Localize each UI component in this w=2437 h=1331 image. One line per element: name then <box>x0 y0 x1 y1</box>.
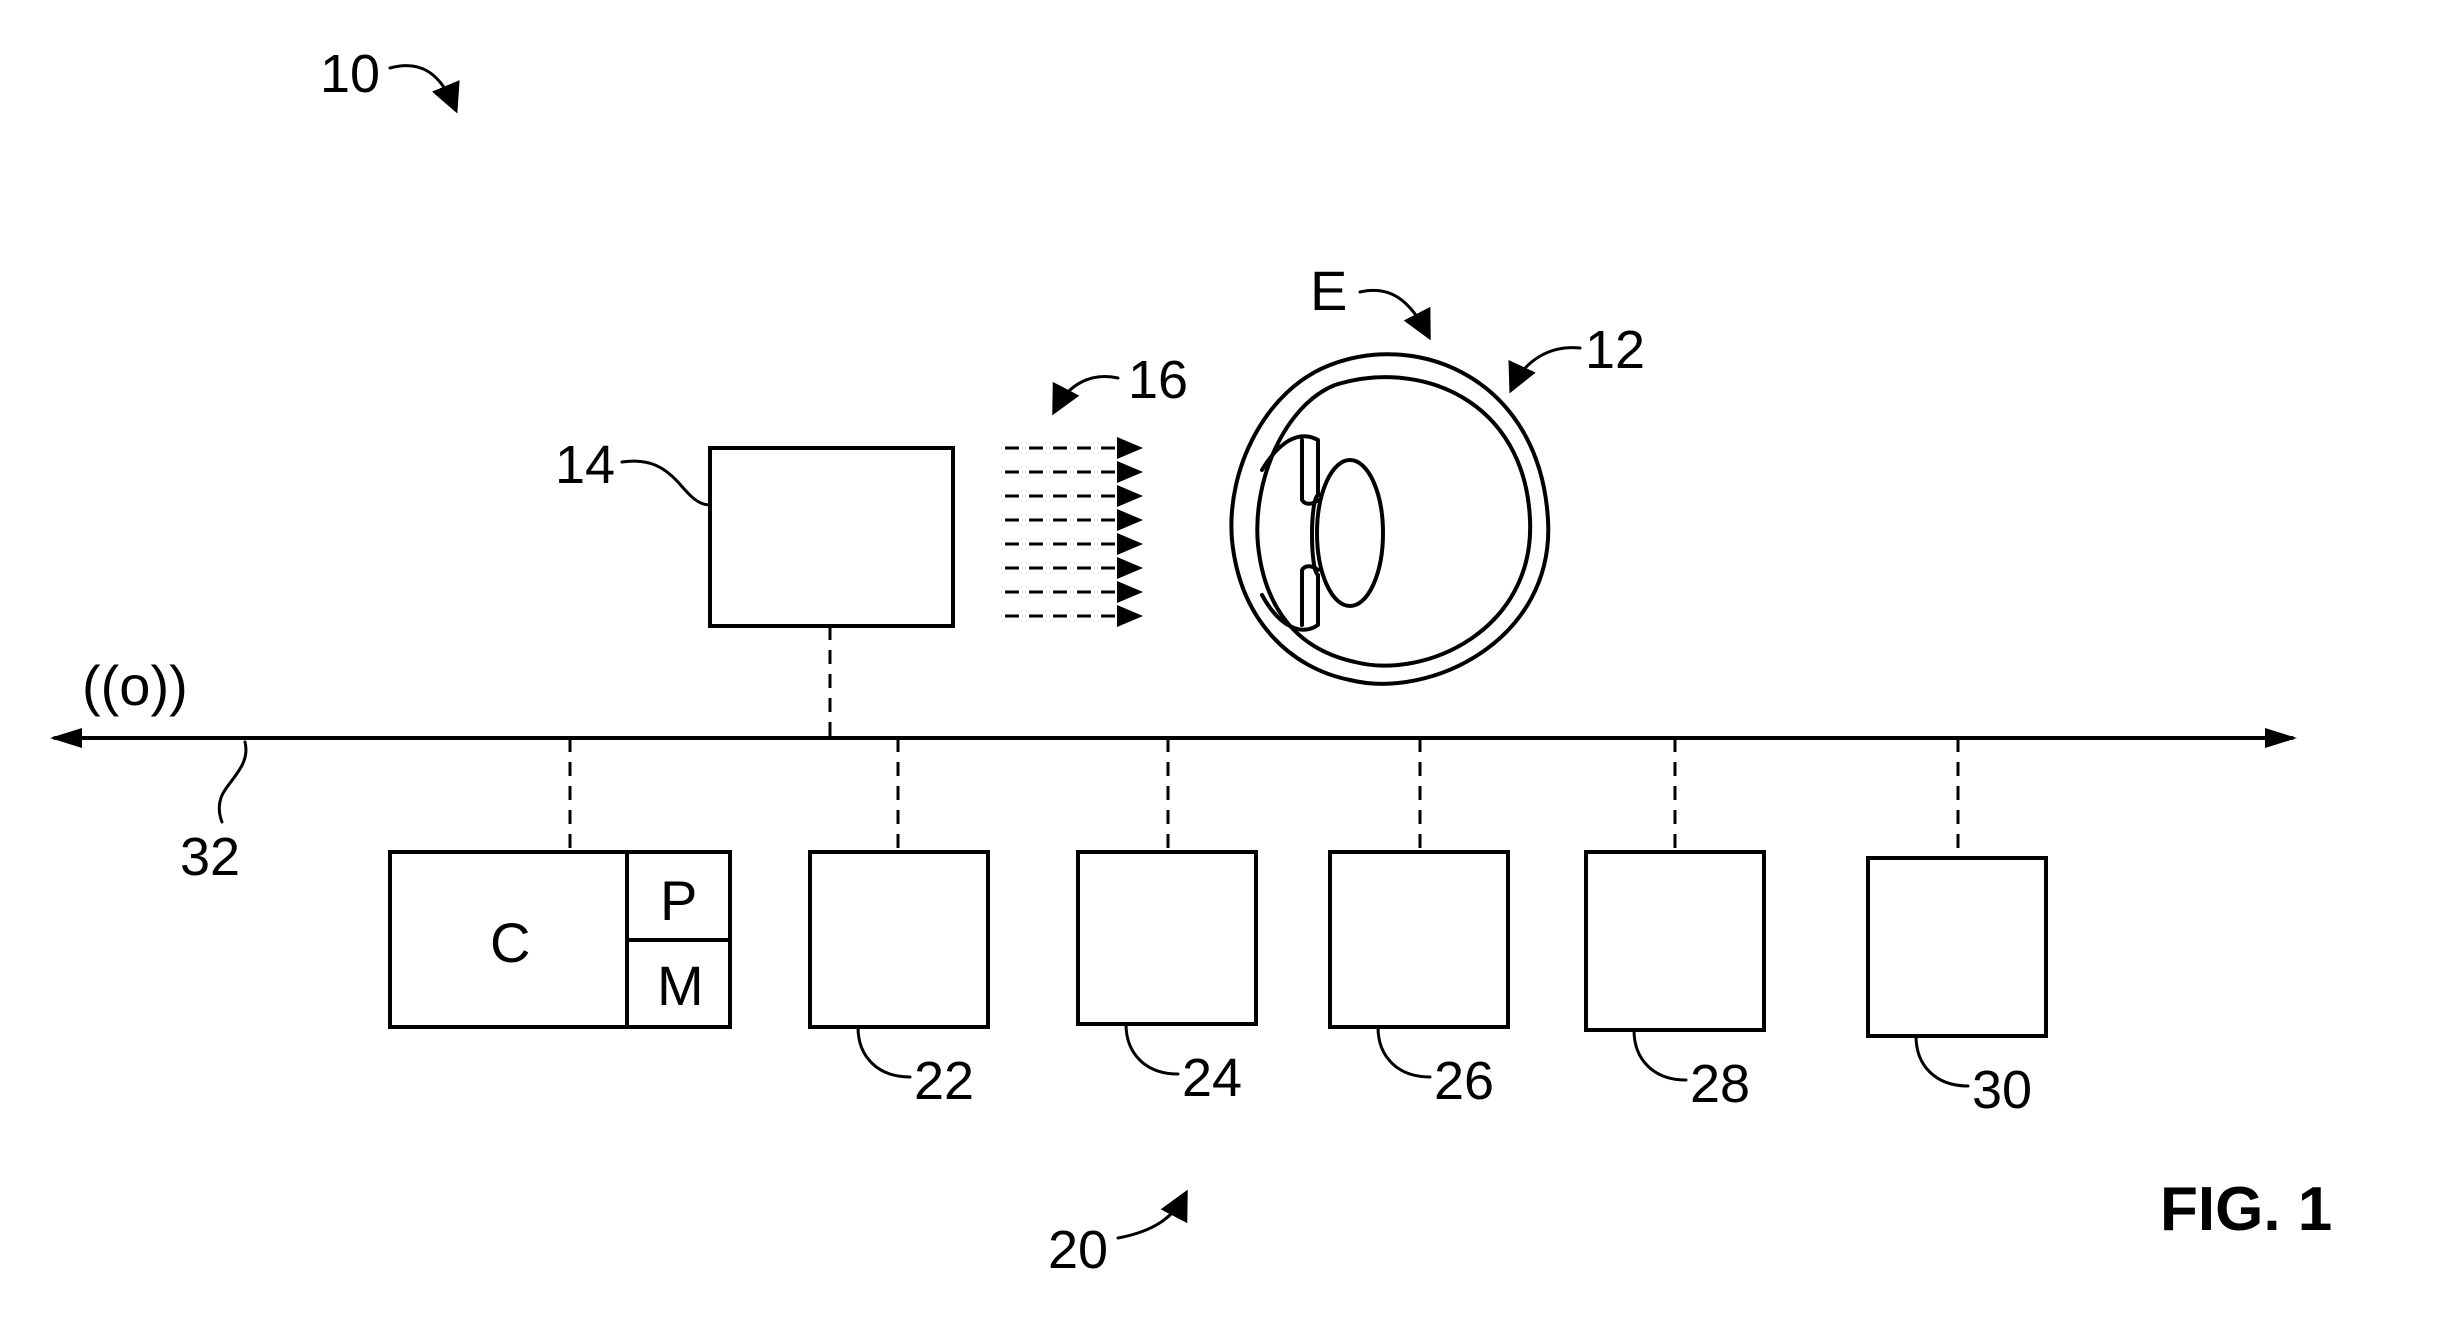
eye-pupil-gap <box>1310 493 1320 577</box>
module-ref-leader <box>1632 1028 1688 1082</box>
eye-outer-wall <box>1229 352 1551 686</box>
eye-lower-iris-tab <box>1300 564 1320 627</box>
figure-caption: FIG. 1 <box>2160 1175 2332 1244</box>
wireless-symbol: ((o)) <box>82 654 188 717</box>
module-ref-label: 24 <box>1182 1048 1242 1108</box>
light-rays <box>1005 437 1143 627</box>
module-ref-label: 30 <box>1972 1060 2032 1120</box>
eye-lower-iris <box>1260 573 1320 632</box>
light-ray-arrowhead <box>1117 485 1143 507</box>
light-ray-arrowhead <box>1117 509 1143 531</box>
light-ray-arrowhead <box>1117 605 1143 627</box>
light-ray-arrowhead <box>1117 557 1143 579</box>
module-22: 22 <box>808 738 990 1111</box>
module-ref-leader <box>856 1025 912 1079</box>
module-ref-leader <box>1124 1022 1180 1076</box>
bus-right-arrowhead <box>2265 728 2297 748</box>
module-ref-label: 28 <box>1690 1054 1750 1114</box>
eye-upper-iris-tab <box>1300 438 1320 506</box>
module-24: 24 <box>1076 738 1258 1108</box>
light-ray-arrowhead <box>1117 437 1143 459</box>
light-ref-label: 16 <box>1128 350 1188 410</box>
bus-left-arrowhead <box>50 728 82 748</box>
controller-label: C <box>490 911 530 974</box>
module-group: 22 24 26 28 30 <box>808 738 2048 1120</box>
light-source-ref-label: 14 <box>555 435 615 495</box>
processor-label: P <box>660 869 697 932</box>
eye-lens <box>1315 458 1385 608</box>
eye-ref-label: 12 <box>1585 320 1645 380</box>
eye-inner-wall <box>1255 375 1533 668</box>
eye-letter-label: E <box>1310 259 1347 322</box>
module-ref-label: 26 <box>1434 1051 1494 1111</box>
eye-illustration <box>1229 352 1551 686</box>
group-ref-label: 20 <box>1048 1220 1108 1280</box>
module-28: 28 <box>1584 738 1766 1114</box>
module-box <box>808 850 990 1029</box>
light-source-box <box>708 446 955 628</box>
module-box <box>1328 850 1510 1029</box>
group-ref-arrow <box>1116 1189 1188 1240</box>
controller-block: C P M <box>388 850 732 1029</box>
light-ref-arrow <box>1052 375 1120 416</box>
eye-ref-arrow <box>1508 346 1582 394</box>
light-ray-arrowhead <box>1117 533 1143 555</box>
system-ref-arrow <box>388 64 460 114</box>
bus-ref-label: 32 <box>180 827 240 887</box>
module-box <box>1584 850 1766 1032</box>
eye-upper-iris <box>1260 434 1320 497</box>
module-26: 26 <box>1328 738 1510 1111</box>
module-box <box>1866 856 2048 1038</box>
module-ref-leader <box>1376 1025 1432 1079</box>
light-ray-arrowhead <box>1117 581 1143 603</box>
system-ref-label: 10 <box>320 44 380 104</box>
eye-letter-arrow <box>1358 288 1431 341</box>
module-box <box>1076 850 1258 1026</box>
memory-label: M <box>657 954 704 1017</box>
light-ray-arrowhead <box>1117 461 1143 483</box>
light-source-leader <box>620 459 712 507</box>
module-ref-label: 22 <box>914 1051 974 1111</box>
module-ref-leader <box>1914 1034 1970 1088</box>
module-30: 30 <box>1866 738 2048 1120</box>
bus-ref-leader <box>217 740 248 824</box>
